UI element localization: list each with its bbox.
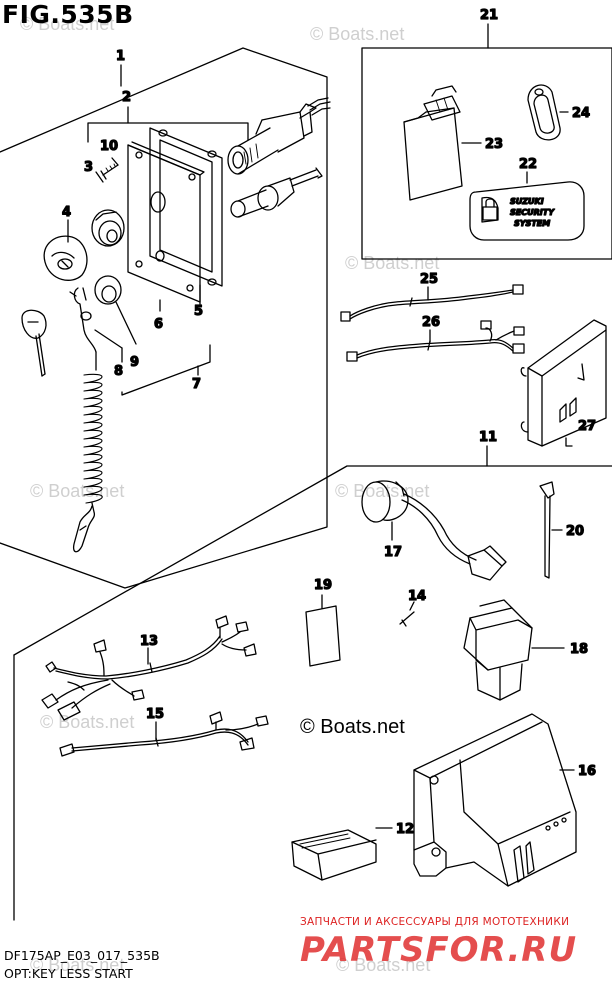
part-3-nut	[91, 209, 125, 247]
callout-11: 11	[479, 430, 497, 445]
leader-9	[115, 301, 137, 345]
callout-23: 23	[485, 137, 503, 152]
part-17-sensor	[361, 480, 507, 581]
group-1-frame	[0, 47, 328, 589]
callout-12: 12	[396, 822, 414, 837]
leader-10	[111, 157, 119, 166]
part-18-relay	[463, 599, 533, 701]
model-code: DF175AP_E03_017_535B	[4, 948, 160, 963]
part-20-cable-tie	[539, 481, 555, 579]
callout-13: 13	[140, 634, 158, 649]
key-fob	[21, 309, 47, 377]
security-badge-line2: SECURITY	[510, 208, 555, 217]
leader-7-bracket	[121, 344, 211, 396]
callout-24: 24	[572, 106, 590, 121]
figure-title: FIG.535B	[2, 0, 134, 29]
part-26-harness	[346, 320, 525, 362]
part-24-fob	[527, 84, 561, 141]
leader-8b	[94, 329, 123, 349]
callout-9: 9	[130, 355, 139, 370]
promo-brand-logo: PARTSFOR.RU	[300, 930, 578, 970]
part-6-plate	[127, 141, 205, 303]
switch-lower	[230, 167, 323, 218]
security-badge-line1: SUZUKI	[510, 197, 544, 206]
part-8-lanyard	[69, 287, 103, 553]
callout-2: 2	[122, 90, 131, 105]
group-21-frame	[361, 47, 612, 260]
promo-tagline: ЗАПЧАСТИ И АКСЕССУАРЫ ДЛЯ МОТОТЕХНИКИ	[300, 916, 570, 928]
callout-27: 27	[578, 419, 596, 434]
callout-1: 1	[116, 49, 125, 64]
part-10-screw	[100, 163, 119, 180]
watermark-top-right: © Boats.net	[310, 24, 405, 44]
part-5-gasket	[149, 127, 223, 287]
callout-15: 15	[146, 707, 164, 722]
part-22-security-label	[469, 181, 585, 241]
callout-8: 8	[114, 364, 123, 379]
part-19-sheet	[305, 605, 341, 667]
leader-14	[409, 601, 415, 611]
callout-14: 14	[408, 589, 426, 604]
watermark-main: © Boats.net	[300, 716, 405, 738]
watermark-lower-left: © Boats.net	[40, 712, 135, 732]
watermark-mid-left: © Boats.net	[30, 481, 125, 501]
part-14-screw	[399, 611, 415, 627]
part-4-knob	[43, 235, 88, 281]
part-13-harness	[41, 615, 257, 721]
leader-2-bracket	[87, 122, 249, 143]
watermark-bottom-left: © Boats.net	[30, 955, 125, 975]
callout-16: 16	[578, 764, 596, 779]
part-27-box	[520, 319, 607, 447]
leader-3	[95, 171, 104, 183]
callout-7: 7	[192, 377, 201, 392]
callout-10: 10	[100, 139, 118, 154]
group-11-frame	[13, 465, 612, 656]
callout-26: 26	[422, 315, 440, 330]
callout-17: 17	[384, 545, 402, 560]
callout-21: 21	[480, 8, 498, 23]
callout-18: 18	[570, 642, 588, 657]
switch-upper	[227, 97, 331, 175]
part-25-harness	[340, 284, 524, 322]
callout-20: 20	[566, 524, 584, 539]
watermark-bottom-right: © Boats.net	[336, 955, 431, 975]
security-badge-line3: SYSTEM	[514, 219, 550, 228]
part-12-box	[291, 829, 377, 881]
watermark-mid-right: © Boats.net	[345, 253, 440, 273]
callout-22: 22	[519, 157, 537, 172]
option-label: OPT:KEY LESS START	[4, 966, 133, 981]
callout-25: 25	[420, 272, 438, 287]
callout-3: 3	[84, 160, 93, 175]
watermark-mid-right-2: © Boats.net	[335, 481, 430, 501]
callout-5: 5	[194, 304, 203, 319]
watermark-top-left: © Boats.net	[20, 14, 115, 34]
part-23-module	[403, 85, 463, 201]
part-15-harness	[59, 711, 269, 757]
part-16-housing	[413, 713, 577, 887]
callout-4: 4	[62, 205, 71, 220]
part-9-ring	[94, 275, 122, 305]
callout-19: 19	[314, 578, 332, 593]
callout-6: 6	[154, 317, 163, 332]
